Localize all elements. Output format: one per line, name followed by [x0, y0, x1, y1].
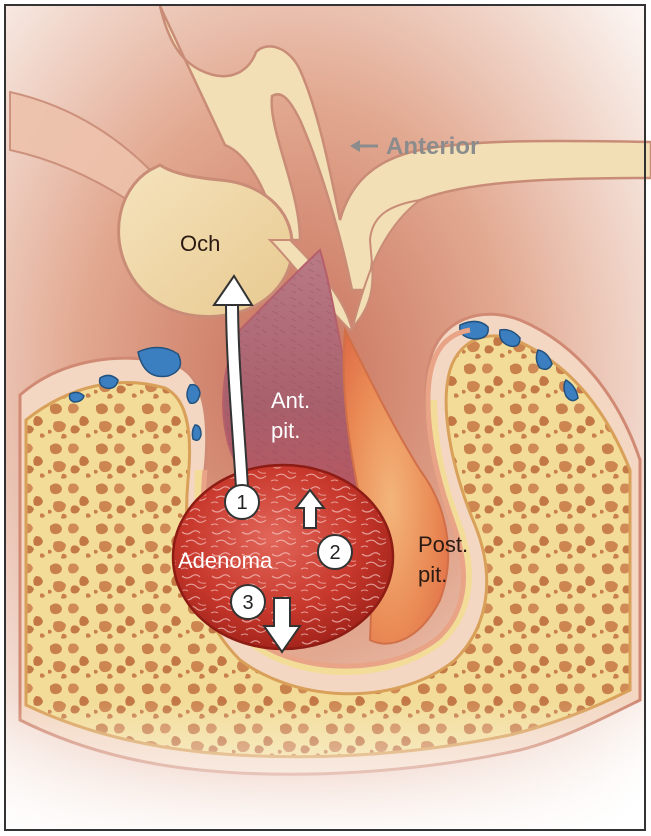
marker-1-label: 1	[236, 492, 247, 514]
bottom-fade	[6, 700, 644, 828]
vessel-left-3	[187, 385, 200, 404]
marker-3-label: 3	[242, 592, 253, 614]
marker-3: 3	[231, 585, 265, 619]
anterior-pituitary-label-line2: pit.	[271, 418, 300, 443]
posterior-pituitary-label-line2: pit.	[418, 562, 447, 587]
marker-2-label: 2	[329, 542, 340, 564]
marker-2: 2	[318, 535, 352, 569]
adenoma-label: Adenoma	[178, 548, 273, 573]
vessel-left-2	[100, 375, 118, 388]
anterior-label: Anterior	[386, 133, 479, 160]
anterior-pituitary-label-line1: Ant.	[271, 388, 310, 413]
optic-chiasm-label: Och	[180, 231, 220, 256]
marker-1: 1	[225, 485, 259, 519]
vessel-left-4	[192, 425, 201, 440]
posterior-pituitary-label-line1: Post.	[418, 532, 468, 557]
